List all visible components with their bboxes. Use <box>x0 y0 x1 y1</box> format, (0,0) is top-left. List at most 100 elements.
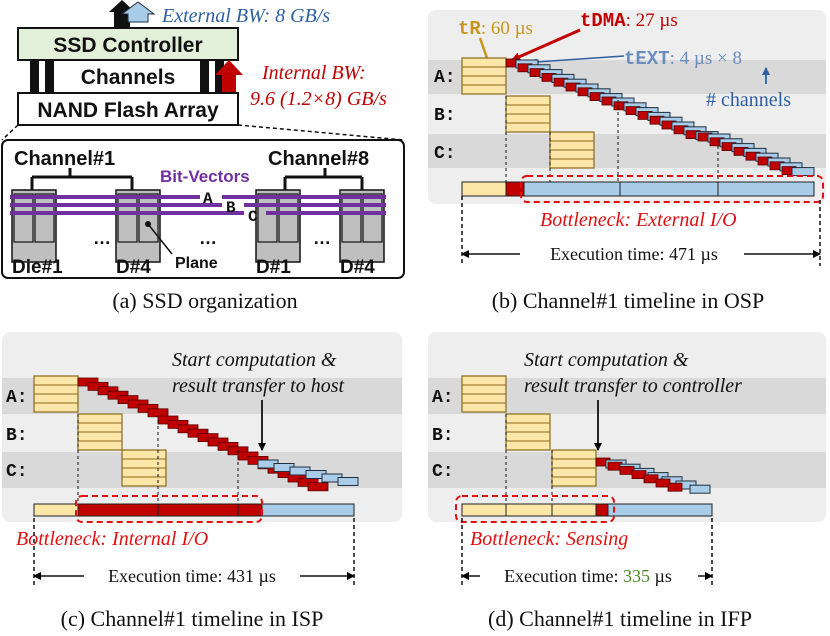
tr-pointer <box>478 37 489 59</box>
channel1-label: Channel#1 <box>14 148 115 170</box>
summary-bar-segment <box>619 181 719 197</box>
panel-isp-timeline: A: B: C: Start computation & result tran… <box>2 332 402 631</box>
plane <box>257 193 278 243</box>
bottleneck-box <box>75 495 263 523</box>
zoom-line <box>237 124 405 141</box>
timeline-d-marks <box>461 375 713 517</box>
internal-bw-arrow-icon <box>215 60 243 93</box>
exec-label-bg <box>480 565 698 587</box>
exec-label-bg <box>84 565 300 587</box>
exec-label-bg <box>520 243 744 265</box>
plane-pointer-dot <box>145 221 151 227</box>
channels-note: # channels <box>706 89 791 111</box>
caption-a: (a) SSD organization <box>112 288 297 313</box>
lane-b-label: B: <box>432 426 454 446</box>
tdma-label: tDMA: 27 µs <box>580 10 678 32</box>
nand-detail-box <box>1 139 405 279</box>
external-bw-label: External BW: 8 GB/s <box>161 5 330 27</box>
plane <box>138 193 159 243</box>
channel1-bus <box>30 168 134 190</box>
ext-transfer-block <box>337 477 359 486</box>
exec-d-label: Execution time: 335 µs <box>504 566 672 586</box>
vector-c-label: C <box>248 208 258 226</box>
bottleneck-box <box>455 495 615 523</box>
summary-bar-segment <box>461 503 507 517</box>
text-pointer <box>535 55 625 63</box>
timeline-b-marks <box>461 57 815 197</box>
exec-c-label: Execution time: 431 µs <box>108 566 276 586</box>
lane-a-label: A: <box>434 68 456 88</box>
note-c-line1: Start computation & <box>172 349 337 371</box>
plane-pointer <box>147 223 173 255</box>
plane <box>13 193 34 243</box>
caption-b: (b) Channel#1 timeline in OSP <box>492 288 765 313</box>
internal-bw-line2: 9.6 (1.2×8) GB/s <box>250 88 387 110</box>
plane <box>278 193 299 243</box>
d4b-label: D#4 <box>340 257 375 278</box>
summary-bar-segment <box>551 503 597 517</box>
ssd-controller-box <box>17 27 239 61</box>
summary-bar-segment <box>505 503 553 517</box>
channel-bar <box>200 60 209 93</box>
channel-bar <box>215 60 224 93</box>
lane-a-label: A: <box>432 388 454 408</box>
summary-bar-segment <box>33 503 79 517</box>
nand-label: NAND Flash Array <box>37 99 219 122</box>
channel8-label: Channel#8 <box>268 148 369 170</box>
channel-bar <box>30 60 39 93</box>
bottleneck-b-label: Bottleneck: External I/O <box>540 209 737 231</box>
bottleneck-d-label: Bottleneck: Sensing <box>470 528 628 550</box>
summary-bar-segment <box>261 503 355 517</box>
d1-label: D#1 <box>256 257 291 278</box>
ext-transfer-block <box>689 484 711 494</box>
summary-bar-segment <box>77 503 159 517</box>
lane-b-label: B: <box>6 426 28 446</box>
lane-c-label: C: <box>432 462 454 482</box>
ssd-controller-label: SSD Controller <box>53 34 202 57</box>
die1-label: Die#1 <box>12 257 63 278</box>
zoom-line <box>1 124 19 141</box>
summary-bar-segment <box>157 503 239 517</box>
caption-c: (c) Channel#1 timeline in ISP <box>61 606 324 631</box>
d4-label: D#4 <box>116 257 151 278</box>
channel-bar <box>45 60 54 93</box>
summary-bar-segment <box>523 181 621 197</box>
die-dots: … <box>93 228 111 248</box>
timeline-c-marks <box>33 375 359 517</box>
tdma-pointer <box>511 28 581 62</box>
channels-label: Channels <box>81 66 176 89</box>
bit-vectors-label: Bit-Vectors <box>160 167 250 186</box>
tr-label: tR: 60 µs <box>458 18 533 40</box>
text-label: tEXT: 4 µs × 8 <box>624 48 742 70</box>
dma-block <box>307 482 329 492</box>
plane <box>362 193 383 243</box>
nand-box <box>17 92 239 126</box>
caption-d: (d) Channel#1 timeline in IFP <box>488 606 752 631</box>
summary-bar-segment <box>595 503 609 517</box>
note-c-line2: result transfer to host <box>172 375 344 397</box>
plane <box>34 193 55 243</box>
bottleneck-box <box>520 175 824 203</box>
internal-bw-line1: Internal BW: <box>261 62 366 84</box>
vector-b-label: B <box>226 199 236 217</box>
ext-transfer-block <box>791 167 815 177</box>
lane-b-label: B: <box>434 106 456 126</box>
plane <box>341 193 362 243</box>
panel-ifp-timeline: A: B: C: Start computation & result tran… <box>428 332 826 631</box>
channel8-bus <box>283 168 364 190</box>
bottleneck-c-label: Bottleneck: Internal I/O <box>16 528 208 550</box>
panel-osp-timeline: A: B: C: tR: 60 µs tDMA: 27 µs tEXT: 4 µ… <box>428 10 826 313</box>
die-dots: … <box>313 228 331 248</box>
panel-ssd-organization: External BW: 8 GB/s SSD Controller Chann… <box>1 0 405 313</box>
lane-c-label: C: <box>6 462 28 482</box>
lane-a-label: A: <box>6 388 28 408</box>
note-d-line1: Start computation & <box>524 349 689 371</box>
summary-bar-segment <box>461 181 507 197</box>
lane-c-label: C: <box>434 144 456 164</box>
summary-bar-segment <box>717 181 815 197</box>
bit-vector-lines <box>10 195 386 215</box>
external-bw-arrow-icon <box>120 1 156 23</box>
exec-b-label: Execution time: 471 µs <box>550 244 718 264</box>
dma-block <box>667 482 683 492</box>
